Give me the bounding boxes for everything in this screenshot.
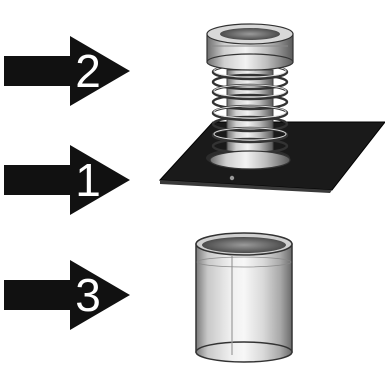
arrow-2: 2 — [4, 36, 134, 106]
arrow-label-2: 2 — [68, 39, 108, 103]
arrow-1: 1 — [4, 145, 134, 215]
cylinder-part — [196, 233, 292, 362]
arrow-label-3: 3 — [68, 263, 108, 327]
arrow-3: 3 — [4, 260, 134, 330]
arrow-label-1: 1 — [68, 148, 108, 212]
